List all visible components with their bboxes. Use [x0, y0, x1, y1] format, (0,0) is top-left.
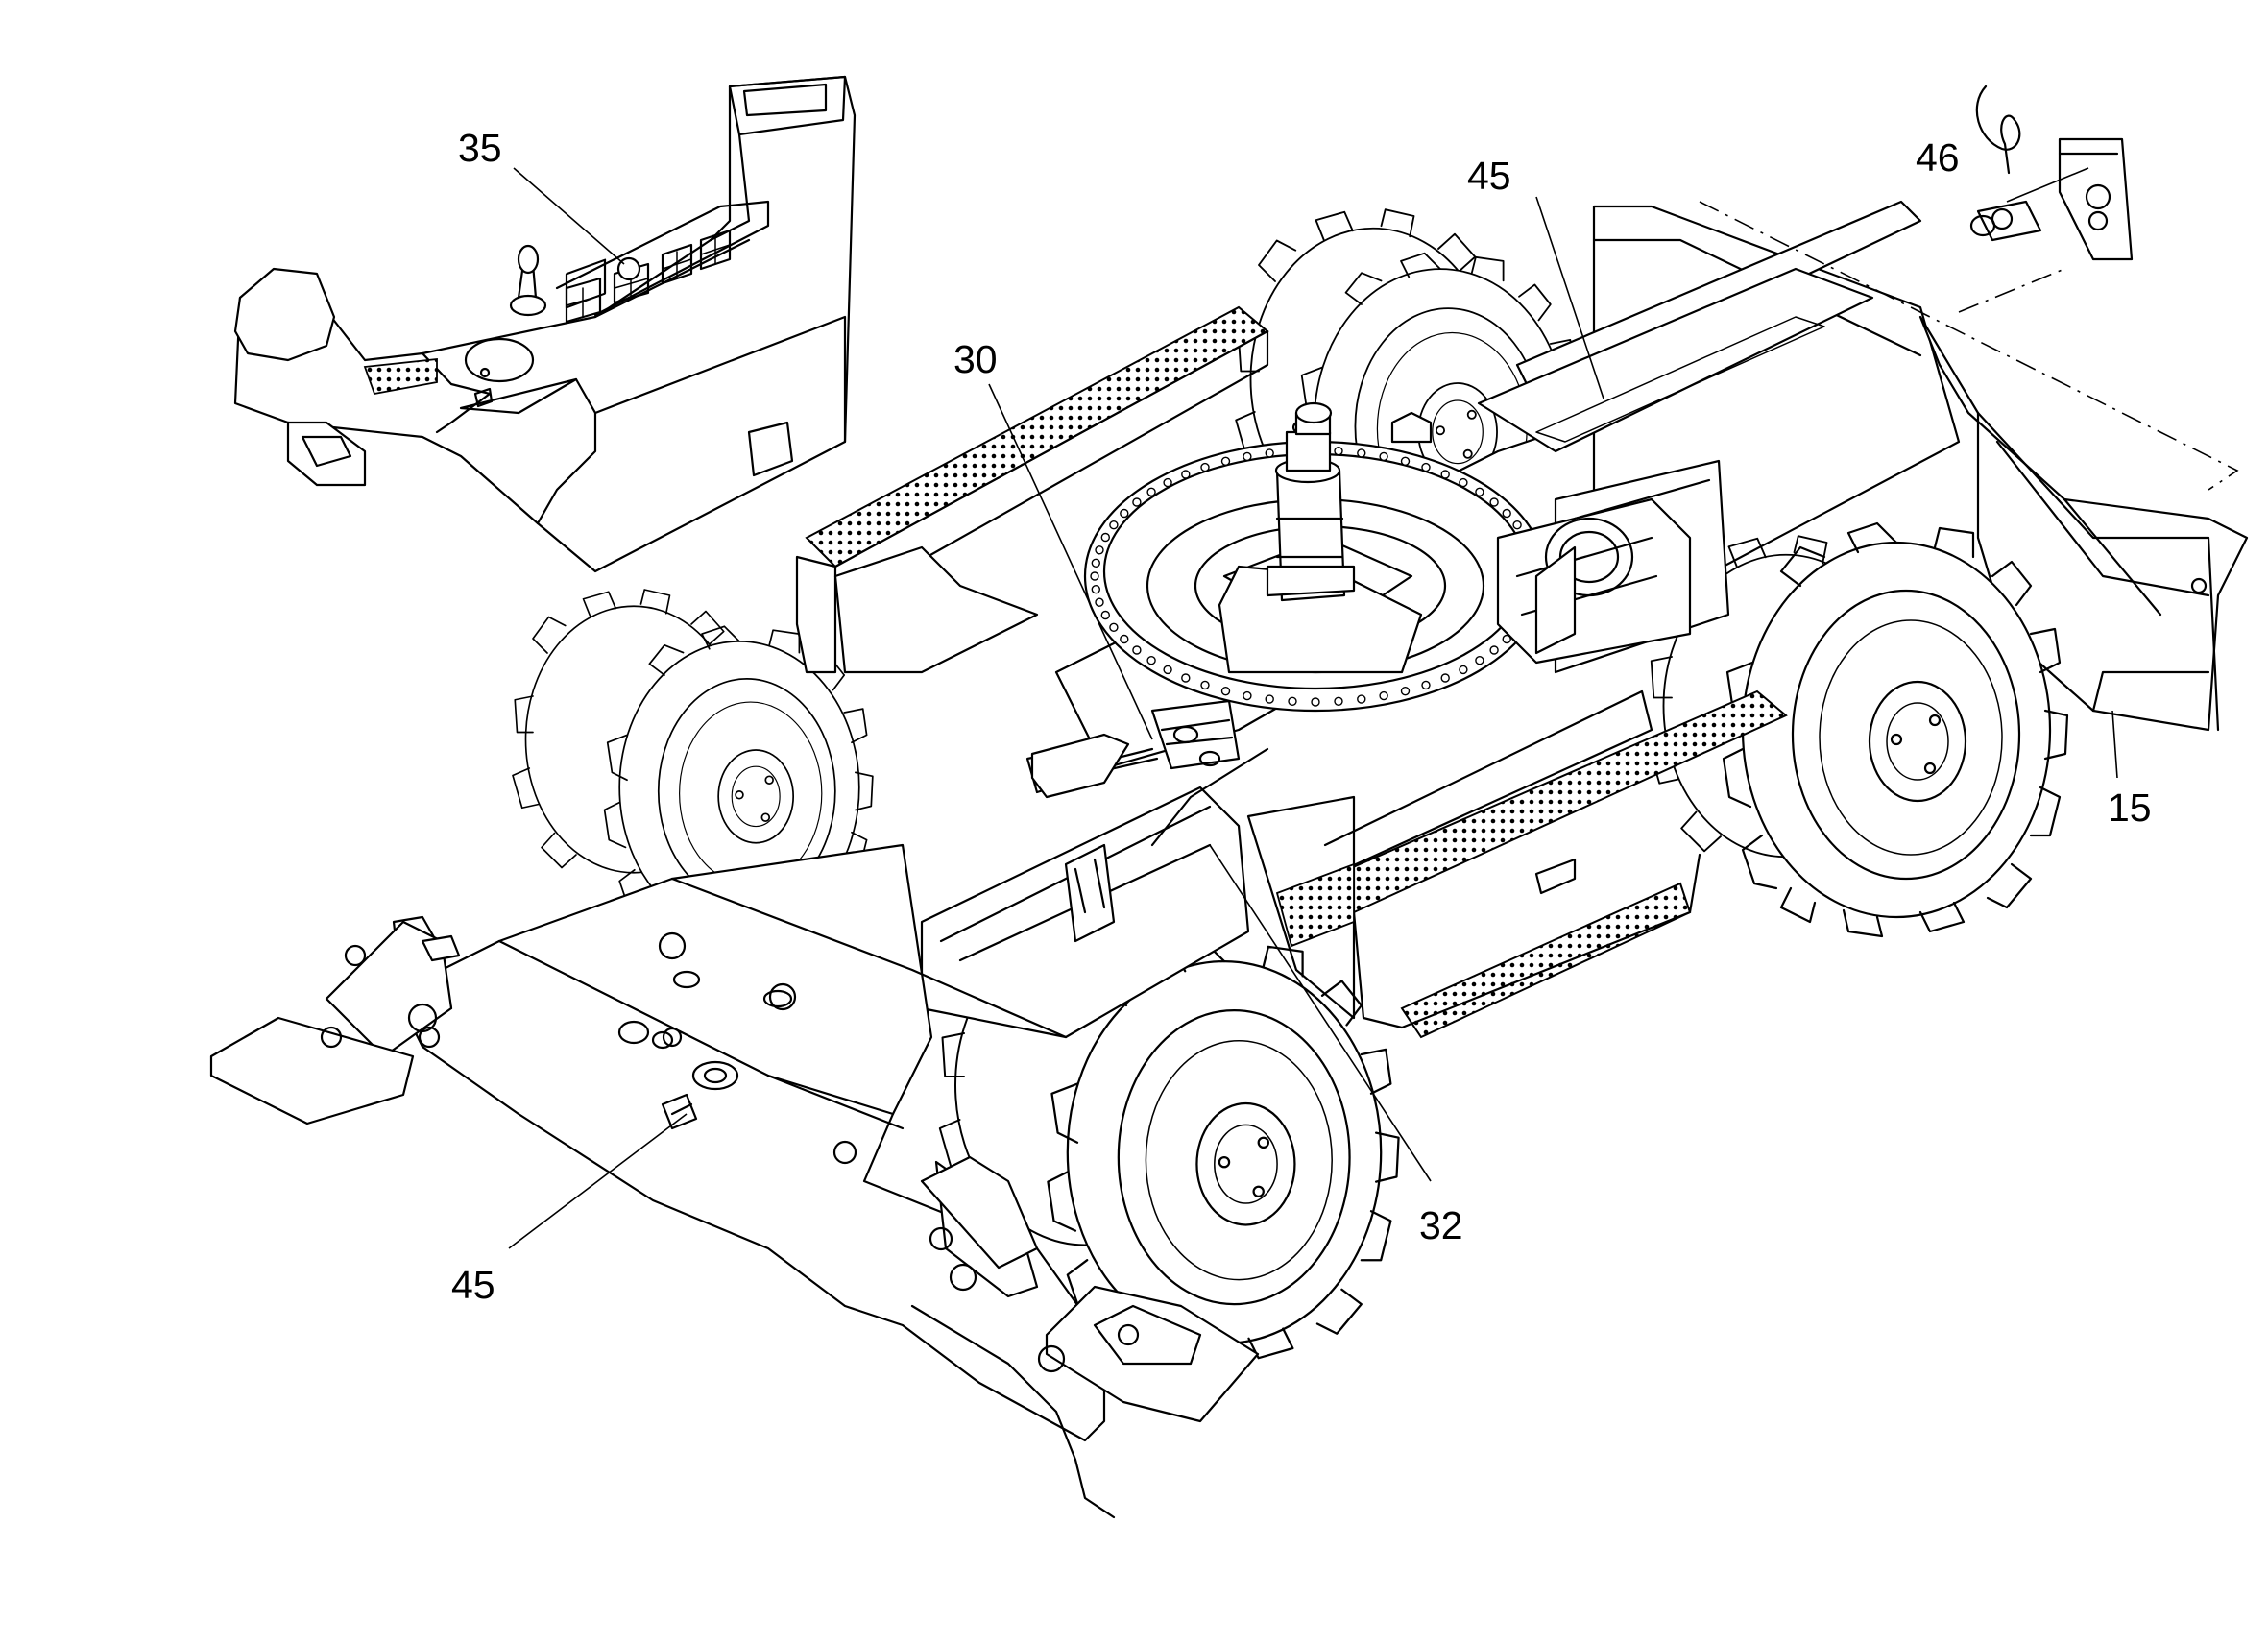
bolt-hole [1095, 597, 1104, 607]
bolt-hole [1243, 690, 1252, 701]
bolt-hole [1421, 680, 1431, 690]
bolt-hole [1400, 456, 1411, 466]
rotary-joint [1266, 401, 1433, 602]
bolt-hole [1109, 520, 1119, 530]
callout-30: 30 [953, 337, 998, 381]
callout-labels: 35 45 46 30 15 32 45 [451, 126, 2152, 1307]
leader-lines [508, 167, 2118, 1249]
callout-35: 35 [458, 126, 502, 170]
bolt-hole [1357, 694, 1366, 704]
bolt-hole [1109, 622, 1119, 632]
bolt-hole [1502, 634, 1511, 644]
outrigger-front [910, 1155, 1260, 1519]
bolt-hole [1311, 697, 1320, 707]
bolt-hole [1181, 470, 1191, 479]
bolt-hole [1334, 696, 1343, 706]
bolt-hole [1489, 497, 1499, 507]
bolt-hole [1220, 456, 1231, 466]
bolt-hole [1475, 656, 1484, 665]
bolt-hole [1334, 447, 1343, 456]
chassis-assembly [209, 85, 2249, 1519]
callout-32: 32 [1419, 1203, 1463, 1247]
bolt-hole [1379, 690, 1388, 701]
callout-45-top: 45 [1467, 154, 1511, 198]
bolt-hole [1100, 532, 1111, 543]
dozer-blade [1918, 315, 2249, 732]
bolt-hole [1181, 673, 1191, 683]
bolt-hole [1475, 487, 1484, 496]
bolt-hole [1459, 477, 1468, 488]
bolt-hole [1146, 487, 1156, 496]
bolt-hole [1489, 645, 1499, 655]
bolt-hole [1265, 448, 1274, 458]
pin-clip-item-46 [1969, 85, 2134, 261]
bolt-hole [1200, 680, 1210, 690]
bolt-hole [1459, 665, 1468, 675]
callout-45-bottom: 45 [451, 1263, 495, 1307]
bolt-hole [1288, 696, 1297, 706]
bolt-hole [1091, 558, 1101, 568]
bolt-hole [1132, 497, 1142, 507]
bolt-hole [1502, 508, 1511, 519]
bolt-hole [1357, 448, 1366, 458]
callout-46: 46 [1916, 135, 1960, 180]
bolt-hole [1163, 477, 1172, 488]
operator-console-inset [233, 75, 857, 573]
bolt-hole [1120, 508, 1129, 519]
bolt-hole [1090, 571, 1099, 581]
bolt-hole [1512, 520, 1522, 530]
bolt-hole [1440, 673, 1450, 683]
bolt-hole [1265, 694, 1274, 704]
bolt-hole [1100, 610, 1111, 620]
bolt-hole [1200, 462, 1210, 472]
bolt-hole [1132, 645, 1142, 655]
bolt-hole [1146, 656, 1156, 665]
bolt-hole [1440, 470, 1450, 479]
bolt-hole [1379, 451, 1388, 462]
bolt-hole [1091, 585, 1101, 594]
outrigger-left [209, 915, 461, 1125]
bolt-hole [1400, 687, 1411, 696]
bolt-hole [1421, 462, 1431, 472]
callout-15: 15 [2108, 786, 2152, 830]
bolt-hole [1163, 665, 1172, 675]
bolt-hole [1220, 687, 1231, 696]
bolt-hole [1095, 545, 1104, 555]
bolt-hole [1243, 451, 1252, 462]
bolt-hole [1120, 634, 1129, 644]
